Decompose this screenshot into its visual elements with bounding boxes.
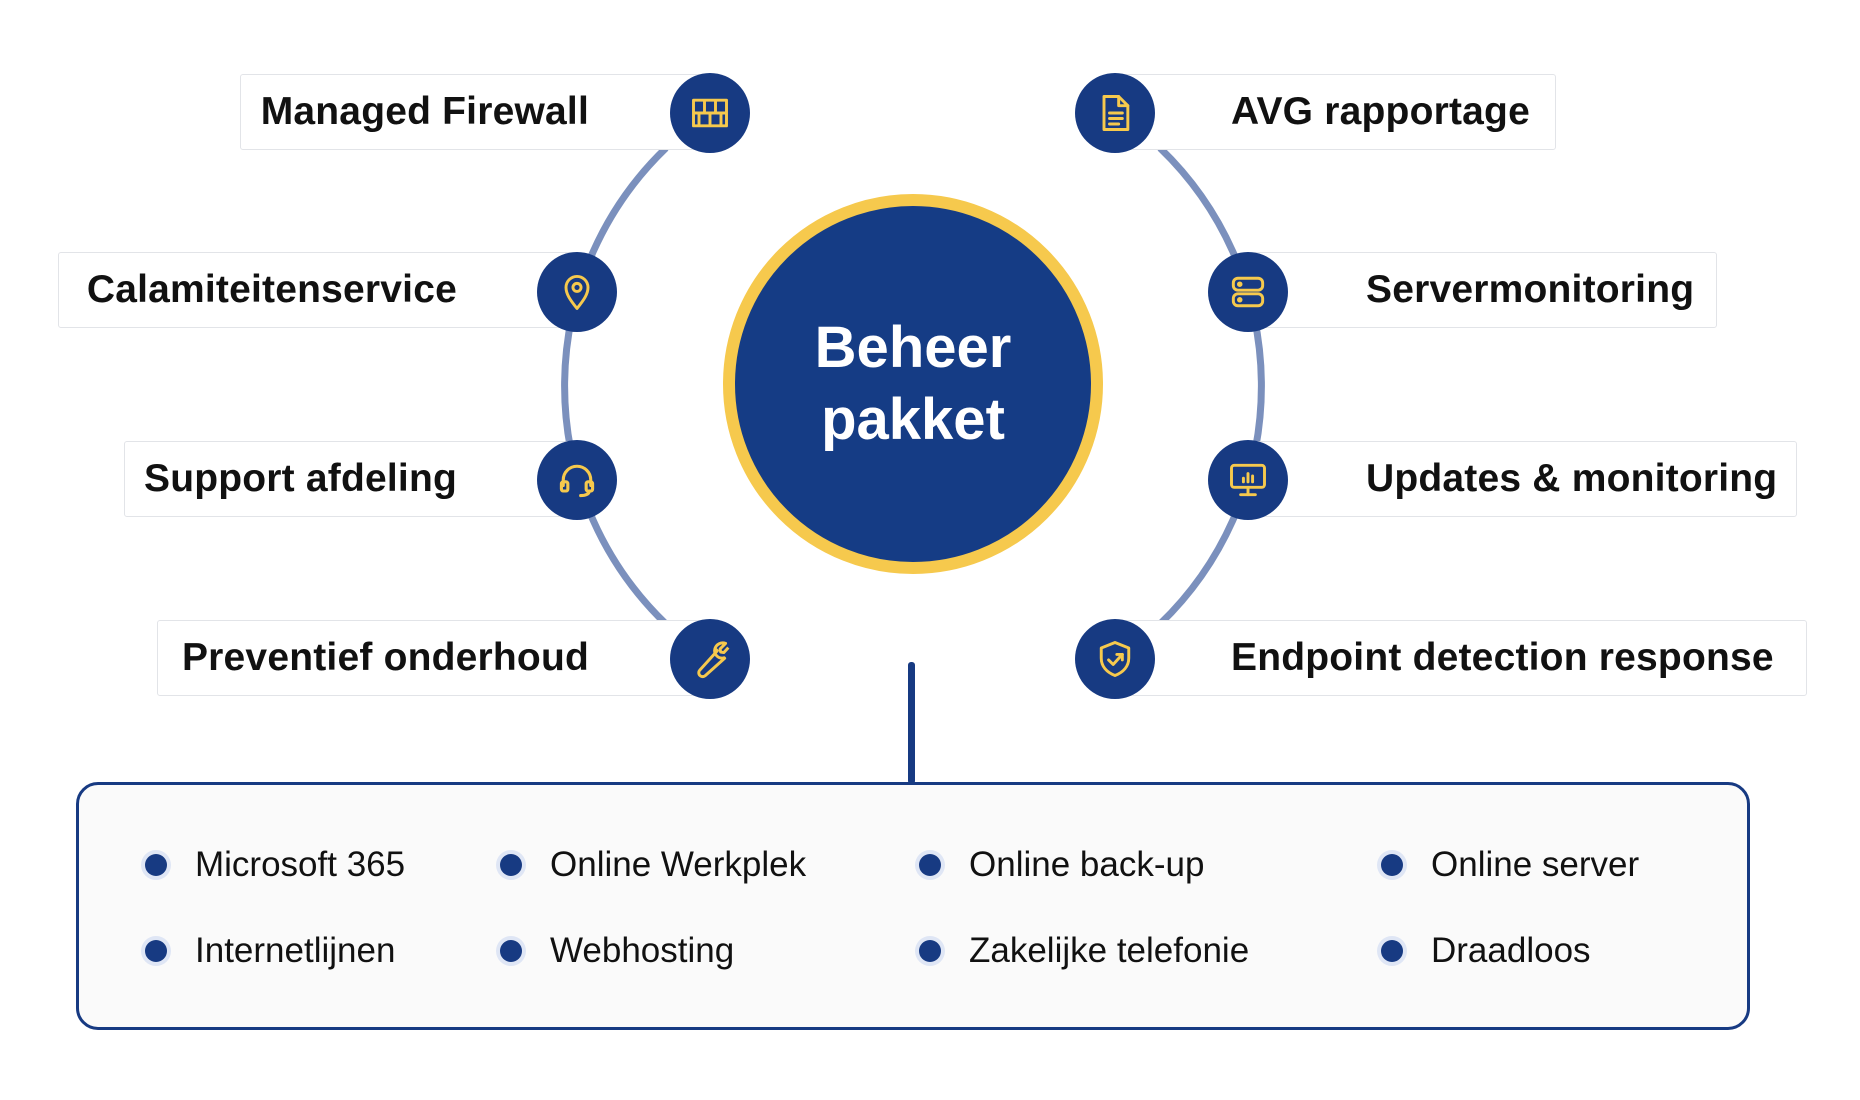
service-label: Online Werkplek — [550, 845, 807, 884]
bullet-dot — [919, 854, 941, 876]
center-package-circle: Beheer pakket — [723, 194, 1103, 574]
map-pin-icon — [537, 252, 617, 332]
firewall-brick-icon — [670, 73, 750, 153]
feature-label: Endpoint detection response — [1231, 636, 1774, 679]
connector-line — [908, 662, 915, 784]
service-item-draadloos: Draadloos — [1381, 931, 1591, 971]
feature-support-afdeling: Support afdeling — [124, 441, 578, 517]
service-item-online-server: Online server — [1381, 845, 1639, 885]
headset-icon — [537, 440, 617, 520]
service-item-internetlijnen: Internetlijnen — [145, 931, 395, 971]
left-arc — [561, 145, 669, 627]
server-icon — [1208, 252, 1288, 332]
service-item-online-back-up: Online back-up — [919, 845, 1204, 885]
feature-label: AVG rapportage — [1231, 90, 1530, 133]
bullet-dot — [500, 854, 522, 876]
service-item-online-werkplek: Online Werkplek — [500, 845, 806, 885]
right-arc — [1157, 145, 1265, 627]
feature-servermonitoring: Servermonitoring — [1245, 252, 1717, 328]
feature-label: Servermonitoring — [1366, 268, 1695, 311]
bullet-dot — [145, 854, 167, 876]
bullet-dot — [500, 940, 522, 962]
feature-endpoint-detection-response: Endpoint detection response — [1110, 620, 1807, 696]
shield-check-icon — [1075, 619, 1155, 699]
document-icon — [1075, 73, 1155, 153]
service-label: Online server — [1431, 845, 1640, 884]
bullet-dot — [145, 940, 167, 962]
feature-label: Support afdeling — [143, 457, 457, 500]
service-item-webhosting: Webhosting — [500, 931, 734, 971]
service-label: Webhosting — [550, 931, 735, 970]
feature-avg-rapportage: AVG rapportage — [1110, 74, 1556, 150]
service-label: Internetlijnen — [195, 931, 396, 970]
center-title-line-2: pakket — [821, 387, 1005, 452]
bullet-dot — [1381, 940, 1403, 962]
service-label: Microsoft 365 — [195, 845, 406, 884]
feature-label: Calamiteitenservice — [86, 268, 457, 311]
feature-label: Preventief onderhoud — [181, 636, 589, 679]
bullet-dot — [919, 940, 941, 962]
feature-label: Managed Firewall — [260, 90, 589, 133]
bullet-dot — [1381, 854, 1403, 876]
feature-label: Updates & monitoring — [1366, 457, 1778, 500]
services-panel: Microsoft 365 Online Werkplek Online bac… — [76, 782, 1750, 1030]
feature-updates-monitoring: Updates & monitoring — [1245, 441, 1797, 517]
feature-preventief-onderhoud: Preventief onderhoud — [157, 620, 710, 696]
service-label: Online back-up — [969, 845, 1205, 884]
service-label: Draadloos — [1431, 931, 1591, 970]
wrench-icon — [670, 619, 750, 699]
service-item-zakelijke-telefonie: Zakelijke telefonie — [919, 931, 1249, 971]
service-label: Zakelijke telefonie — [969, 931, 1250, 970]
feature-calamiteitenservice: Calamiteitenservice — [58, 252, 578, 328]
feature-managed-firewall: Managed Firewall — [240, 74, 710, 150]
service-item-microsoft-365: Microsoft 365 — [145, 845, 405, 885]
monitor-chart-icon — [1208, 440, 1288, 520]
center-title-line-1: Beheer — [814, 315, 1012, 380]
